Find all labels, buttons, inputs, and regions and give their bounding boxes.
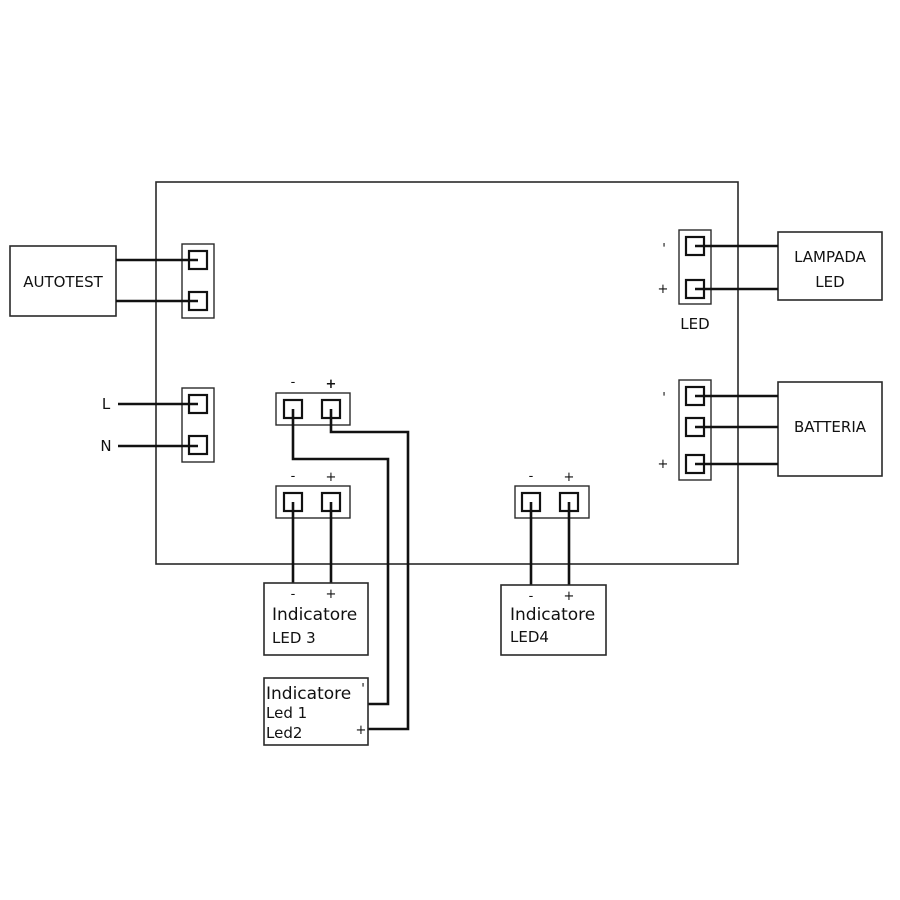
led3-minus-mark-box: - [291, 587, 296, 602]
lampada-led-box [777, 231, 883, 301]
led3-plus-mark-top: + [326, 470, 337, 485]
autotest-box [9, 245, 117, 317]
batteria-box [777, 381, 883, 477]
indicatore-led12-led1: Led 1 [266, 704, 307, 722]
indicatore-led4-sub: LED4 [510, 628, 549, 646]
led-plus-mark: + [658, 282, 669, 297]
indicatore-led3-box [263, 582, 369, 656]
autotest-label: AUTOTEST [23, 273, 103, 291]
indicatore-led4-title: Indicatore [510, 605, 595, 625]
indicatore-led12-title: Indicatore [266, 684, 351, 704]
line-label: L [102, 395, 111, 413]
led4-minus-mark-box: - [529, 589, 534, 604]
control-board [155, 181, 739, 565]
led12-plus-mark-box: + [356, 723, 367, 738]
batteria-label: BATTERIA [794, 418, 867, 436]
neutral-label: N [100, 437, 111, 455]
led12-minus-mark-box: ' [361, 682, 365, 697]
led3-minus-mark-top: - [291, 469, 296, 484]
lampada-led-label: LED [815, 273, 844, 291]
indicatore-led3-sub: LED 3 [272, 629, 316, 647]
led4-plus-mark-box: + [564, 589, 575, 604]
led12-plus-mark: + [326, 377, 337, 392]
lampada-label: LAMPADA [794, 248, 867, 266]
led12-minus-mark: - [291, 375, 296, 390]
indicatore-led12-box [263, 677, 369, 746]
indicatore-led3-title: Indicatore [272, 605, 357, 625]
indicatore-led4-box [500, 584, 607, 656]
led-connector-label: LED [680, 315, 709, 333]
led-minus-mark: ' [662, 242, 666, 257]
led4-plus-mark-top: + [564, 470, 575, 485]
led12-wire-plus [329, 409, 410, 731]
indicatore-led12-led2: Led2 [266, 724, 302, 742]
led4-minus-mark-top: - [529, 469, 534, 484]
battery-minus-mark: ' [662, 391, 666, 406]
battery-plus-mark: + [658, 457, 669, 472]
led3-plus-mark-box: + [326, 587, 337, 602]
led12-wire-minus [291, 409, 390, 706]
